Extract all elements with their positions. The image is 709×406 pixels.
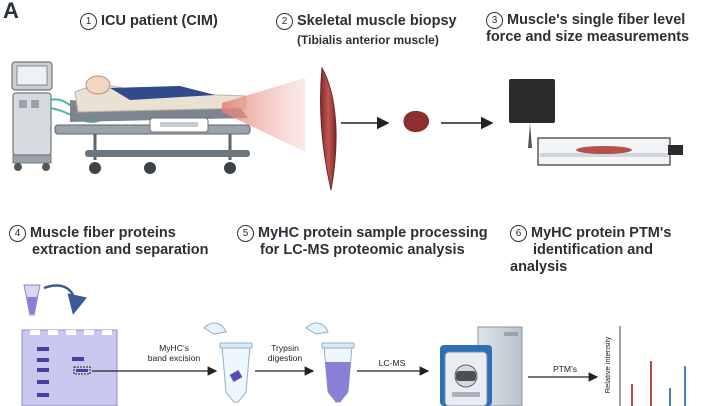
step-5-line-1: MyHC protein sample processing (258, 225, 488, 241)
ptms-label: PTM's (552, 364, 578, 374)
step-4-line-2: extraction and separation (32, 242, 209, 258)
step-1-number: 1 (80, 13, 97, 30)
step-4-number: 4 (9, 225, 26, 242)
ventilator-icon (11, 61, 106, 171)
relative-intensity-label: Relative intensity (603, 336, 612, 394)
tissue-sample-icon (403, 110, 430, 133)
pipette-tip-icon (23, 284, 41, 316)
biopsy-cone (222, 78, 305, 152)
step-5-number: 5 (237, 225, 254, 242)
fiber-apparatus-icon (509, 79, 683, 166)
lcms-instrument-icon (440, 326, 523, 406)
lcms-label: LC-MS (378, 358, 406, 368)
step-2-subtitle: (Tibialis anterior muscle) (297, 33, 439, 47)
step-2-text: Skeletal muscle biopsy (297, 13, 457, 29)
sds-gel-icon (21, 329, 118, 406)
step-2-number: 2 (276, 13, 293, 30)
step-5-line-2: for LC-MS proteomic analysis (260, 242, 465, 258)
band-excision-line-2: band excision (147, 353, 201, 363)
step-4-line-1: Muscle fiber proteins (30, 225, 176, 241)
step-3-line-1: Muscle's single fiber level (507, 12, 686, 28)
step-3-number: 3 (486, 12, 503, 29)
spectrum-plot (619, 326, 686, 406)
trypsin-line-1: Trypsin (271, 343, 299, 353)
step-6-number: 6 (510, 225, 527, 242)
step-1-text: ICU patient (CIM) (101, 13, 218, 29)
step-6-line-2: identification and analysis (510, 242, 654, 275)
band-excision-line-1: MyHC's (159, 343, 189, 353)
tibialis-muscle-icon (319, 66, 337, 191)
icu-bed-icon (54, 75, 251, 174)
digestion-tube-icon (305, 322, 355, 403)
excision-tube-icon (203, 322, 253, 403)
panel-label: A (3, 0, 19, 23)
trypsin-label: Trypsin digestion (260, 343, 310, 363)
step-6-line-1: MyHC protein PTM's (531, 225, 672, 241)
load-arrow (43, 284, 88, 315)
band-excision-label: MyHC's band excision (140, 343, 208, 363)
step-3-line-2: force and size measurements (486, 29, 690, 45)
trypsin-line-2: digestion (267, 353, 303, 363)
